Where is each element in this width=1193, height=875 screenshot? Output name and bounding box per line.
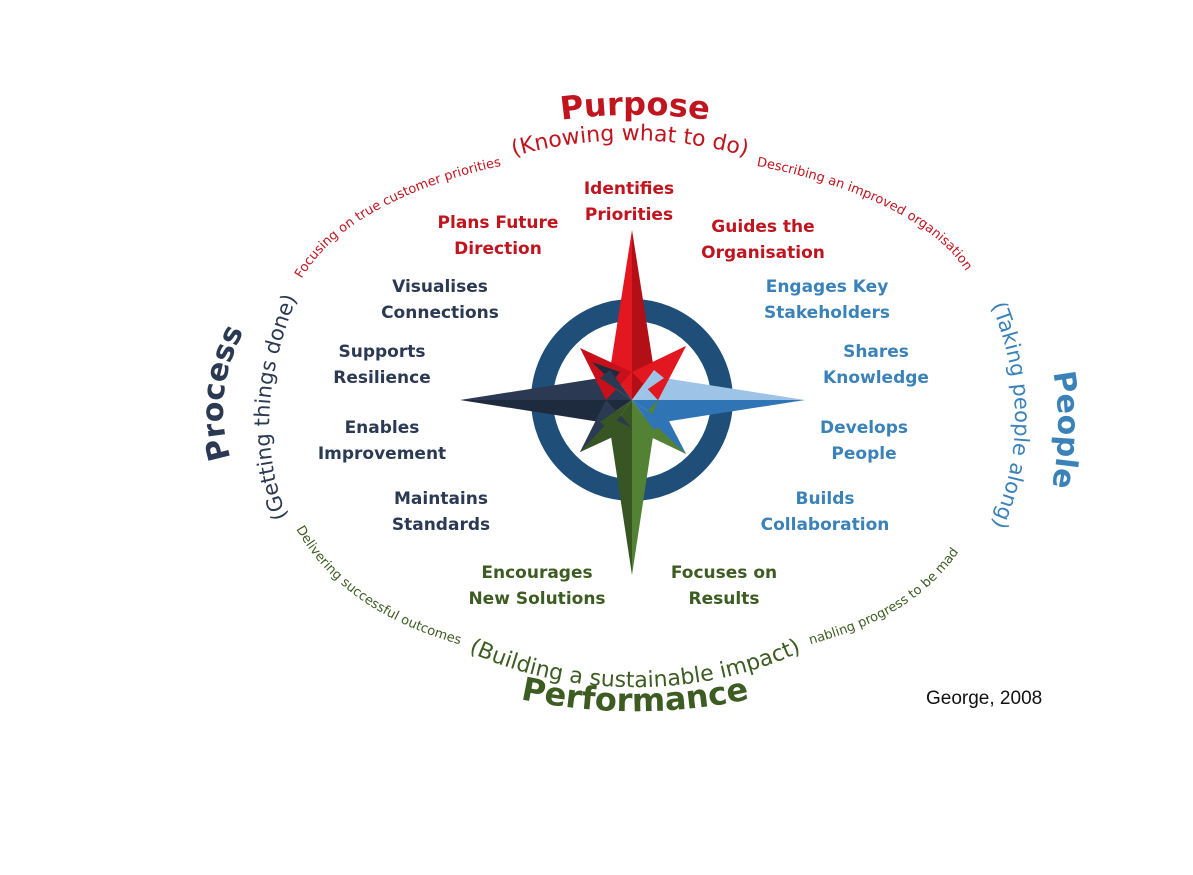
- label-encourages-new-solutions: Encourages New Solutions: [468, 563, 606, 609]
- performance-left-arc: Delivering successful outcomes: [293, 523, 464, 648]
- label-maintains-standards: Maintains Standards: [391, 489, 491, 535]
- label-engages-key-stakeholders: Engages Key Stakeholders: [763, 277, 891, 323]
- label-plans-future-direction: Plans Future Direction: [437, 213, 559, 259]
- north-point-left: [610, 230, 632, 400]
- purpose-subtitle: (Knowing what to do): [509, 121, 752, 162]
- center-west-upper: [600, 370, 632, 400]
- southeast-point-blue: [650, 400, 686, 454]
- citation: George, 2008: [926, 688, 1043, 709]
- center-east-lower: [632, 400, 664, 430]
- process-title: Process: [196, 319, 251, 464]
- purpose-subtitle-path: (Knowing what to do): [509, 121, 752, 162]
- people-title-path: People: [1044, 369, 1085, 492]
- people-subtitle-path: (Taking people along): [987, 298, 1034, 532]
- center-north-right: [632, 370, 664, 400]
- center-south-left: [600, 400, 632, 430]
- south-point-left: [610, 400, 632, 575]
- label-guides-the-organisation: Guides the Organisation: [701, 217, 825, 263]
- purpose-title: Purpose: [558, 85, 712, 128]
- label-builds-collaboration: Builds Collaboration: [760, 489, 890, 535]
- label-visualises-connections: Visualises Connections: [381, 277, 499, 323]
- label-focuses-on-results: Focuses on Results: [670, 563, 778, 609]
- process-subtitle-path: (Getting things done): [250, 291, 301, 524]
- label-supports-resilience: Supports Resilience: [333, 342, 431, 388]
- label-enables-improvement: Enables Improvement: [317, 418, 447, 464]
- west-point-lower: [460, 400, 632, 422]
- purpose-title-path: Purpose: [558, 85, 712, 128]
- southwest-point-green: [580, 418, 632, 452]
- performance-left-arc-path: Delivering successful outcomes: [293, 523, 464, 648]
- west-point-upper: [460, 378, 632, 400]
- label-develops-people: Develops People: [819, 418, 909, 464]
- south-point-right: [632, 400, 654, 575]
- label-identifies-priorities: Identifies Priorities: [583, 179, 675, 225]
- people-subtitle: (Taking people along): [987, 298, 1034, 532]
- process-subtitle: (Getting things done): [250, 291, 301, 524]
- process-title-path: Process: [196, 319, 251, 464]
- label-shares-knowledge: Shares Knowledge: [823, 342, 929, 388]
- people-title: People: [1044, 369, 1085, 492]
- compass-rose: [460, 230, 805, 575]
- east-point-upper: [632, 378, 805, 400]
- east-point-lower: [632, 400, 805, 422]
- north-point-right: [632, 230, 654, 400]
